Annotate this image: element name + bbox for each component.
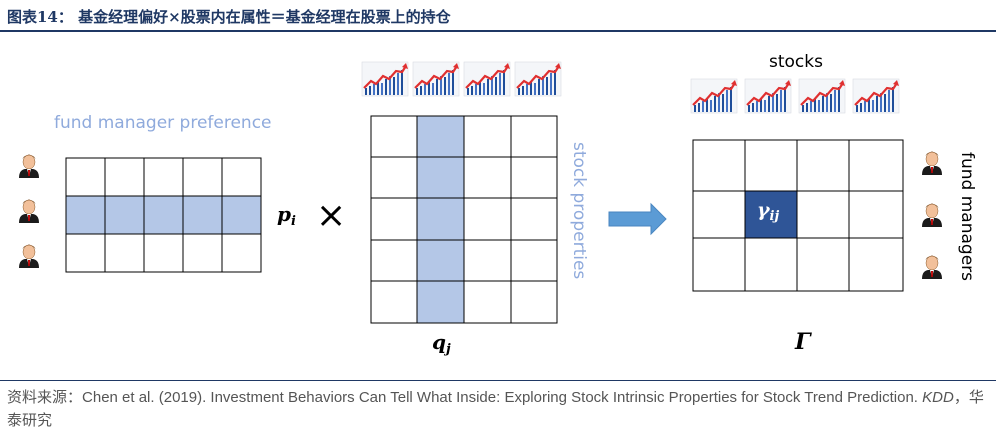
properties-matrix [370,115,558,324]
title-bar: 图表14： 基金经理偏好×股票内在属性＝基金经理在股票上的持仓 [0,0,996,32]
stock-chart-icon [462,60,512,98]
properties-label: stock properties [569,142,589,280]
figure-title: 图表14： 基金经理偏好×股票内在属性＝基金经理在股票上的持仓 [7,8,451,26]
holdings-matrix [692,139,904,292]
diagram-canvas [18,60,943,324]
person-icon [921,255,943,280]
person-icon [18,244,40,269]
person-icon [18,154,40,179]
p-symbol: pi [277,202,296,229]
gamma-symbol: γij [757,199,780,224]
properties-highlight-col [417,116,464,323]
preference-matrix [65,157,262,273]
q-symbol: qj [432,330,451,357]
stock-chart-icon [743,77,793,115]
person-icon [18,199,40,224]
stock-chart-icon [689,77,739,115]
managers-label: fund managers [957,152,977,281]
multiply-symbol: × [316,195,347,236]
person-icon [921,151,943,176]
holding-cell [745,191,797,238]
stocks-label: stocks [769,52,823,72]
preference-highlight-row [66,196,261,234]
stock-chart-icon [851,77,901,115]
stock-chart-icon [360,60,410,98]
source-divider [0,380,996,381]
person-icon [921,203,943,228]
preference-label: fund manager preference [54,113,272,133]
stock-chart-icon [513,60,563,98]
stock-chart-icon [797,77,847,115]
stock-chart-icon [411,60,461,98]
result-symbol: Γ [795,329,811,355]
source-note: 资料来源：Chen et al. (2019). Investment Beha… [7,389,984,429]
arrow-right-icon [608,202,667,236]
